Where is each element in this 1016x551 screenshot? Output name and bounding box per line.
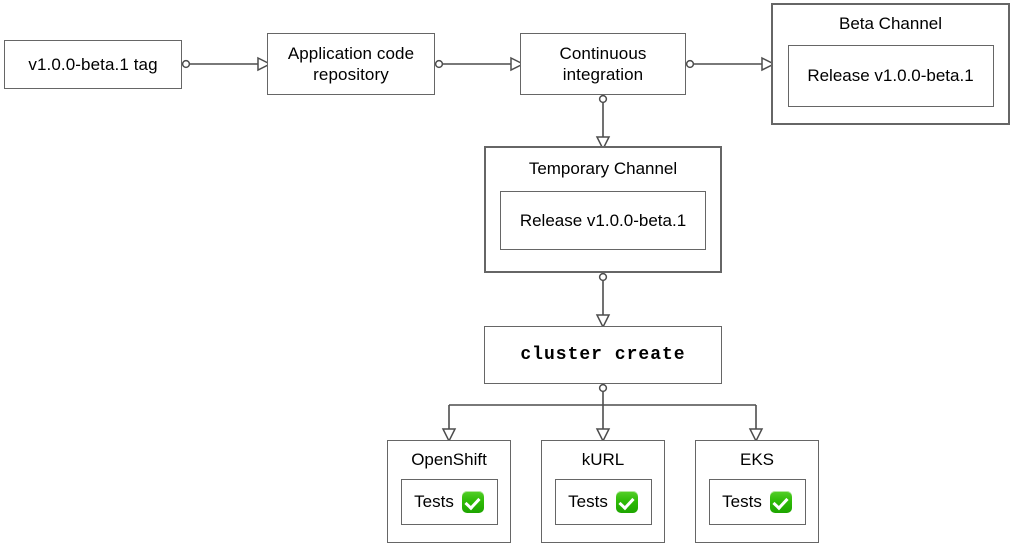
edge-cluster-create-to-platforms [441,383,764,443]
node-temporary-channel-release[interactable]: Release v1.0.0-beta.1 [500,191,706,250]
node-version-tag-label: v1.0.0-beta.1 tag [28,54,158,74]
green-check-icon [615,491,638,513]
edge-repo-to-ci [434,56,525,72]
edge-tag-to-repo [181,56,272,72]
green-check-icon [769,491,792,513]
node-beta-channel[interactable]: Beta Channel Release v1.0.0-beta.1 [771,3,1010,125]
node-temporary-channel[interactable]: Temporary Channel Release v1.0.0-beta.1 [484,146,722,273]
node-version-tag[interactable]: v1.0.0-beta.1 tag [4,40,182,89]
node-kurl-tests[interactable]: Tests [554,479,652,525]
node-cluster-create[interactable]: cluster create [484,326,722,384]
node-openshift-tests[interactable]: Tests [400,479,498,525]
node-application-code-repository-label: Application code repository [287,43,415,84]
node-temporary-channel-release-label: Release v1.0.0-beta.1 [519,210,687,230]
node-openshift-tests-label: Tests [414,492,454,511]
node-kurl[interactable]: kURL Tests [541,440,665,543]
node-openshift-label: OpenShift [411,450,487,469]
node-kurl-label: kURL [581,450,625,469]
node-application-code-repository[interactable]: Application code repository [267,33,435,95]
node-beta-channel-release[interactable]: Release v1.0.0-beta.1 [787,45,994,107]
node-continuous-integration-label: Continuous integration [559,43,647,84]
node-beta-channel-label: Beta Channel [838,14,943,33]
green-check-icon [461,491,484,513]
node-continuous-integration[interactable]: Continuous integration [520,33,686,95]
node-beta-channel-release-label: Release v1.0.0-beta.1 [807,66,974,85]
edge-ci-to-beta-channel [685,56,776,72]
node-kurl-tests-label: Tests [568,492,608,511]
node-eks-tests[interactable]: Tests [708,479,806,525]
node-cluster-create-label: cluster create [520,344,686,365]
edge-ci-to-temporary-channel [595,94,611,151]
node-eks-tests-label: Tests [722,492,762,511]
node-eks-label: EKS [739,450,775,469]
node-temporary-channel-label: Temporary Channel [528,159,678,178]
node-openshift[interactable]: OpenShift Tests [387,440,511,543]
node-eks[interactable]: EKS Tests [695,440,819,543]
edge-temporary-channel-to-cluster-create [595,272,611,329]
